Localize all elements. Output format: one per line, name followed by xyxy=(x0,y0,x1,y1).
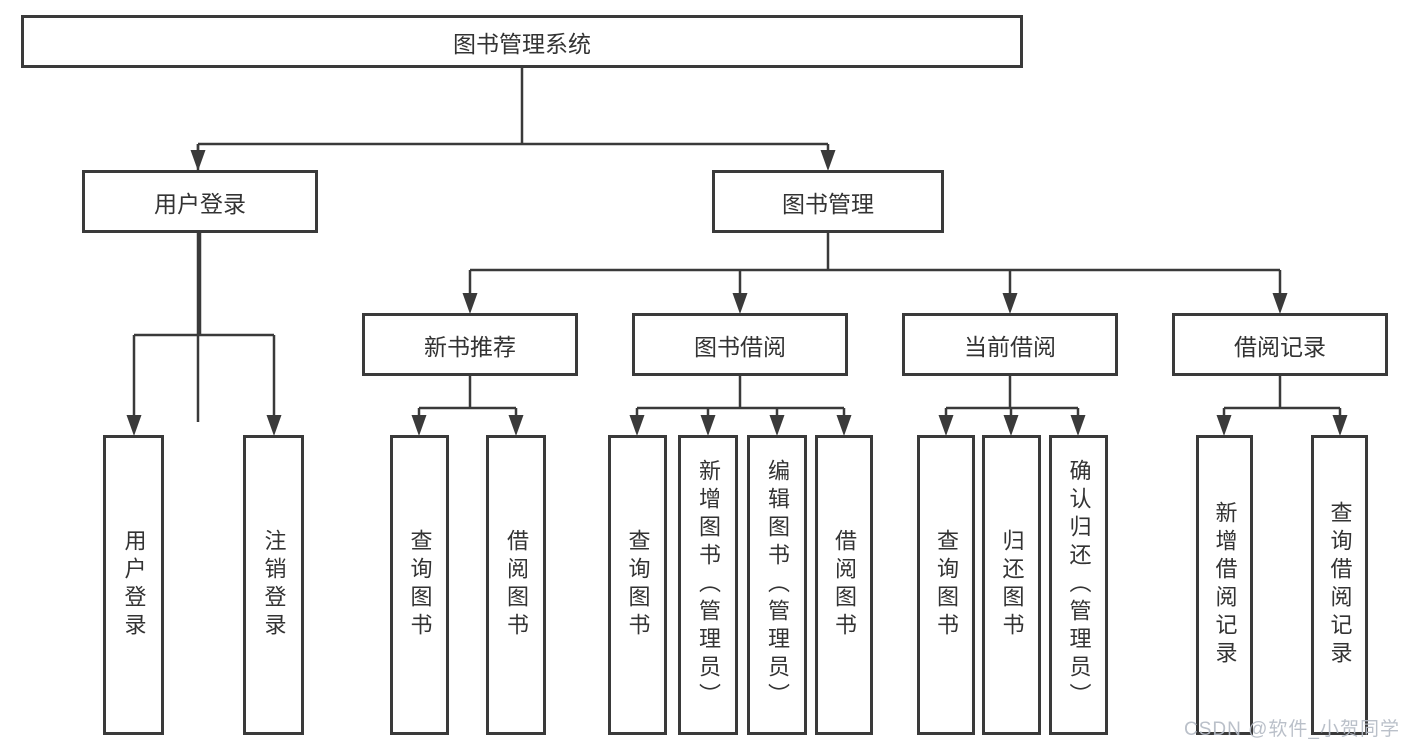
node-leaf-query-books-1: 查询图书 xyxy=(390,435,449,735)
node-system-root: 图书管理系统 xyxy=(21,15,1023,68)
node-leaf-add-borrow-record: 新增借阅记录 xyxy=(1196,435,1253,735)
node-new-book-recommend: 新书推荐 xyxy=(362,313,578,376)
arrowheads xyxy=(126,150,1348,436)
node-leaf-query-books-3: 查询图书 xyxy=(917,435,975,735)
node-leaf-add-book-admin: 新增图书（管理员） xyxy=(678,435,738,735)
node-leaf-edit-book-admin: 编辑图书（管理员） xyxy=(747,435,807,735)
node-leaf-user-login: 用户登录 xyxy=(103,435,164,735)
csdn-watermark: CSDN @软件_小贺同学 xyxy=(1184,719,1400,740)
node-leaf-logout: 注销登录 xyxy=(243,435,304,735)
node-leaf-query-books-2: 查询图书 xyxy=(608,435,667,735)
node-borrow-records: 借阅记录 xyxy=(1172,313,1388,376)
node-user-login: 用户登录 xyxy=(82,170,318,233)
node-leaf-confirm-return-admin: 确认归还（管理员） xyxy=(1049,435,1108,735)
node-leaf-return-book: 归还图书 xyxy=(982,435,1041,735)
node-book-borrowing: 图书借阅 xyxy=(632,313,848,376)
node-book-management: 图书管理 xyxy=(712,170,944,233)
node-leaf-borrow-books-2: 借阅图书 xyxy=(815,435,873,735)
node-leaf-query-borrow-record: 查询借阅记录 xyxy=(1311,435,1368,735)
node-leaf-borrow-books-1: 借阅图书 xyxy=(486,435,546,735)
node-current-borrowing: 当前借阅 xyxy=(902,313,1118,376)
